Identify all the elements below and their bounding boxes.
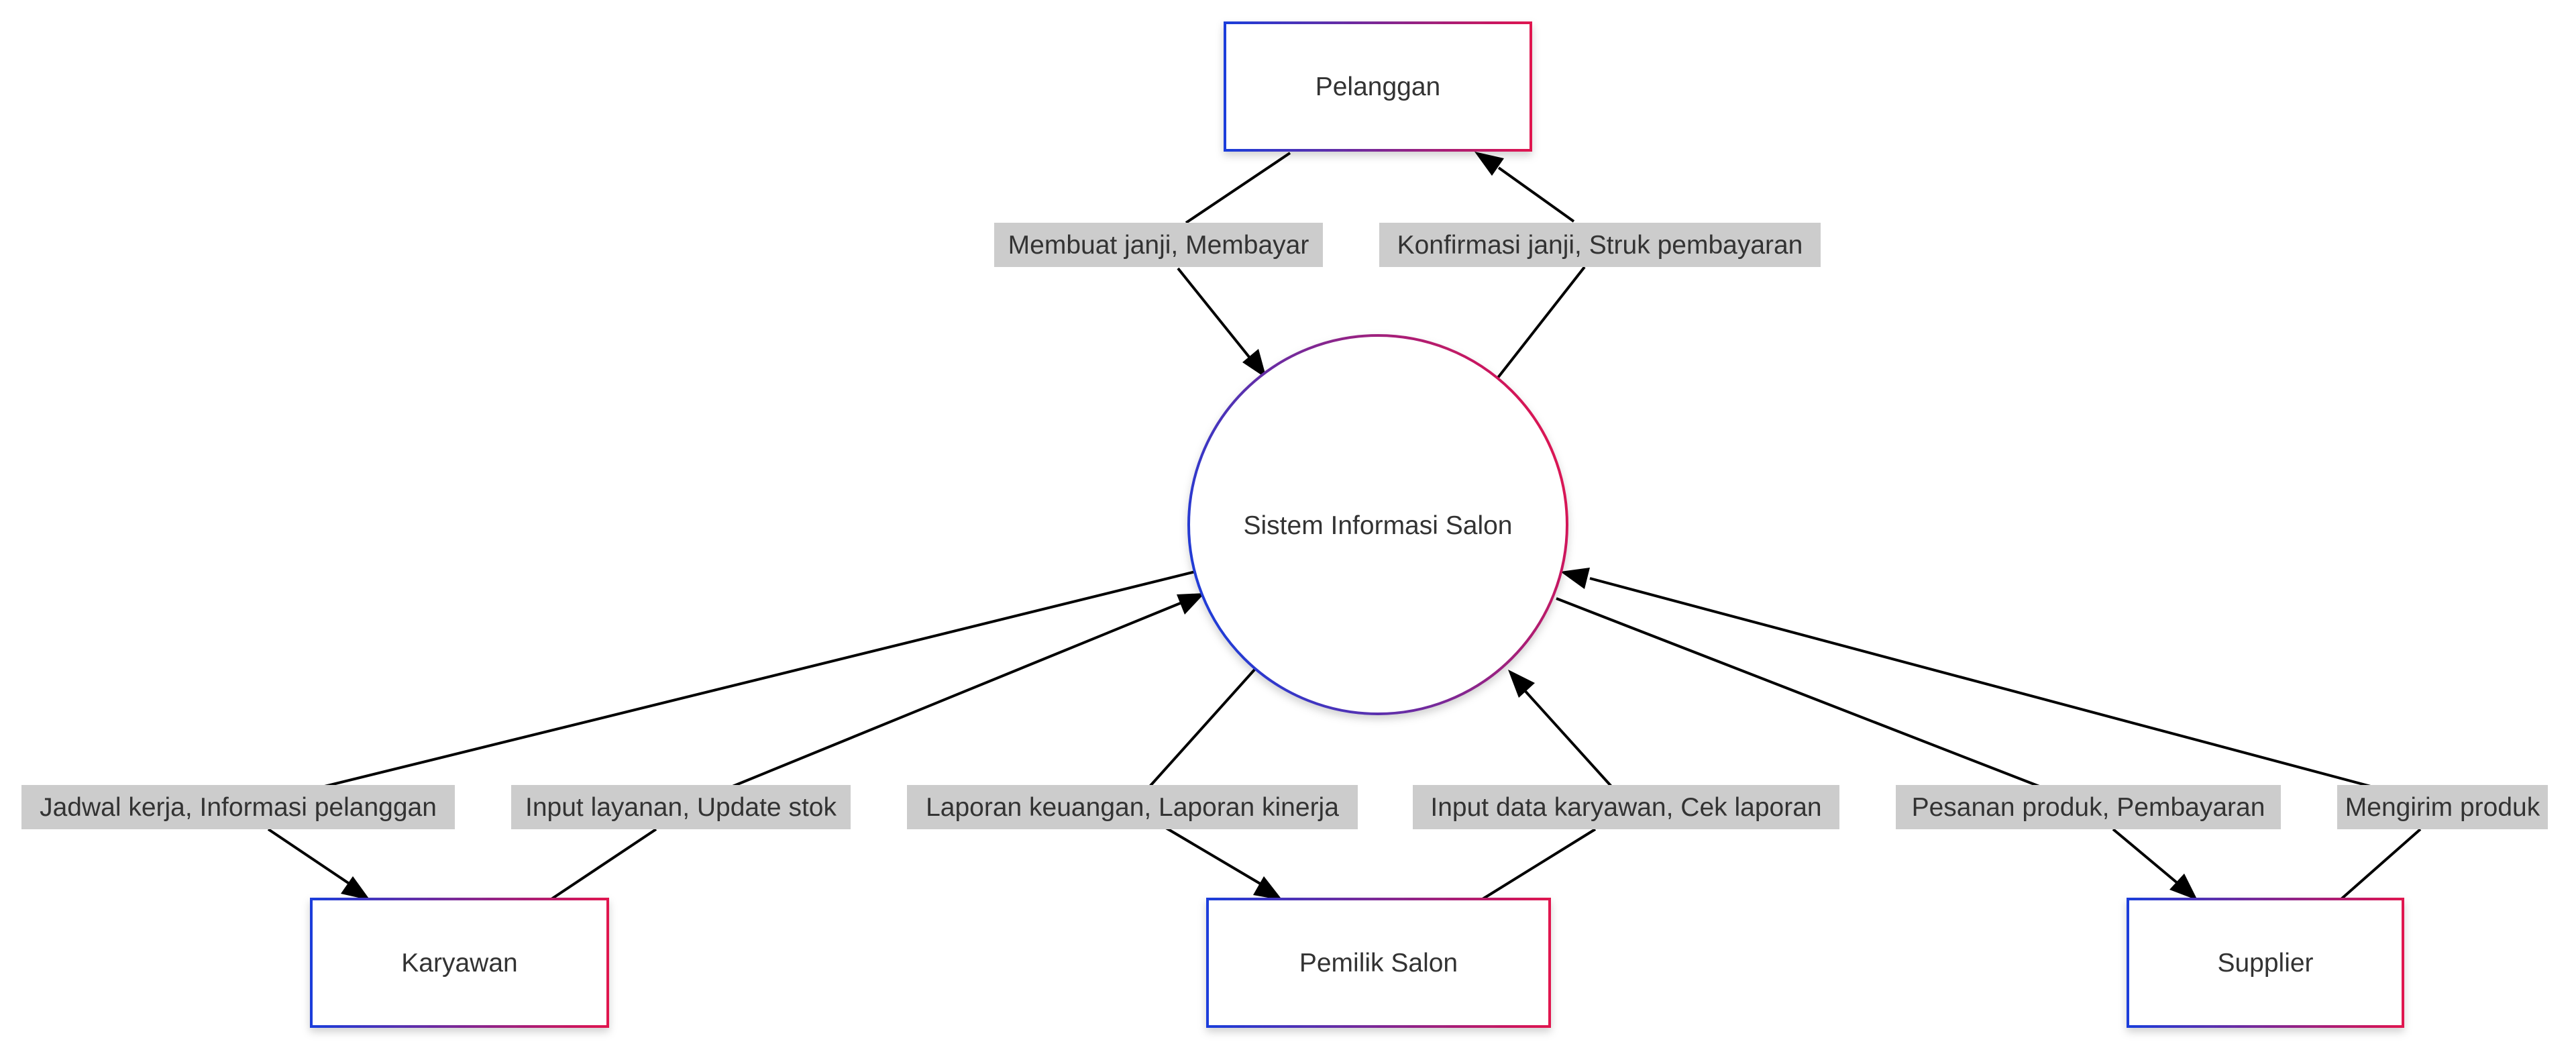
edge-labels: Membuat janji, Membayar Konfirmasi janji… [21, 223, 2548, 829]
node-supplier[interactable]: Supplier [2127, 898, 2404, 1028]
arrowhead-karyawan-to-sistem [1177, 593, 1205, 615]
node-pelanggan-label: Pelanggan [1316, 72, 1441, 101]
arrowhead-pemilik-to-sistem [1508, 670, 1535, 698]
edge-label-sistem-to-supplier: Pesanan produk, Pembayaran [1896, 785, 2281, 829]
edge-label-sistem-to-pemilik: Laporan keuangan, Laporan kinerja [907, 785, 1358, 829]
edge-label-text: Mengirim produk [2345, 793, 2540, 822]
edge-label-sistem-to-pelanggan: Konfirmasi janji, Struk pembayaran [1379, 223, 1821, 267]
edge-label-text: Pesanan produk, Pembayaran [1912, 793, 2265, 822]
edge-label-text: Input layanan, Update stok [525, 793, 837, 822]
arrowhead-supplier-to-sistem [1560, 568, 1590, 589]
arrowhead-sistem-to-pemilik [1253, 876, 1283, 900]
node-karyawan[interactable]: Karyawan [310, 898, 609, 1028]
edge-label-text: Input data karyawan, Cek laporan [1430, 793, 1821, 822]
edge-line-sistem-to-pemilik [1148, 667, 1263, 886]
edge-label-sistem-to-karyawan: Jadwal kerja, Informasi pelanggan [21, 785, 455, 829]
edge-line-sistem-to-karyawan [267, 570, 1196, 886]
edge-line-pemilik-to-sistem [1481, 687, 1613, 900]
node-pemilik-salon[interactable]: Pemilik Salon [1206, 898, 1551, 1028]
edge-label-karyawan-to-sistem: Input layanan, Update stok [511, 785, 851, 829]
node-sistem-informasi-salon[interactable]: Sistem Informasi Salon [1187, 334, 1568, 715]
arrowhead-sistem-to-karyawan [341, 876, 370, 900]
edge-label-supplier-to-sistem: Mengirim produk [2337, 785, 2548, 829]
node-karyawan-label: Karyawan [401, 949, 517, 978]
edge-label-text: Membuat janji, Membayar [1008, 231, 1309, 260]
node-pelanggan[interactable]: Pelanggan [1224, 21, 1532, 152]
edge-line-pelanggan-to-sistem [1177, 152, 1291, 358]
edge-line-karyawan-to-sistem [550, 601, 1183, 900]
edges [267, 152, 2422, 900]
arrowhead-pelanggan-to-sistem [1242, 349, 1267, 378]
edge-label-text: Konfirmasi janji, Struk pembayaran [1397, 231, 1803, 260]
edge-line-sistem-to-supplier [1556, 597, 2180, 886]
edge-label-text: Laporan keuangan, Laporan kinerja [926, 793, 1339, 822]
arrowhead-sistem-to-supplier [2169, 874, 2198, 900]
edge-label-pemilik-to-sistem: Input data karyawan, Cek laporan [1413, 785, 1839, 829]
edge-label-text: Jadwal kerja, Informasi pelanggan [40, 793, 437, 822]
edge-line-supplier-to-sistem [1589, 577, 2422, 900]
edge-label-pelanggan-to-sistem: Membuat janji, Membayar [994, 223, 1323, 267]
node-sistem-label: Sistem Informasi Salon [1244, 511, 1513, 540]
node-supplier-label: Supplier [2217, 949, 2313, 978]
node-pemilik-label: Pemilik Salon [1299, 949, 1458, 978]
edge-line-sistem-to-pelanggan [1496, 166, 1586, 380]
arrowhead-sistem-to-pelanggan [1474, 152, 1504, 176]
